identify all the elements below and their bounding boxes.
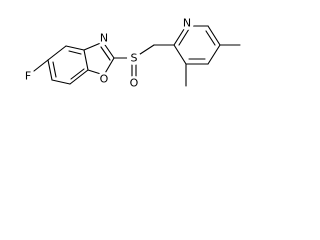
bond (207, 44, 221, 65)
atom-label: N (100, 32, 108, 45)
bond (33, 59, 49, 72)
bond (83, 49, 89, 71)
atom-fluorine: F (21, 69, 35, 83)
bond (173, 44, 187, 65)
atom-label: N (183, 17, 191, 30)
atom-sulfur: S (127, 51, 141, 65)
benzene-ring (47, 45, 89, 85)
double-bond-inner (68, 50, 82, 55)
oxazole-ring (83, 41, 115, 76)
bond (69, 69, 89, 85)
bond (51, 79, 71, 85)
double-bond-inner (70, 68, 85, 80)
double-bond-inner (205, 30, 216, 46)
double-bond-inner (52, 61, 57, 78)
atom-oxazole-oxygen: O (97, 72, 111, 86)
atom-sulfinyl-oxygen: O (127, 76, 141, 90)
atom-pyridine-nitrogen: N (180, 16, 194, 30)
bond (207, 25, 221, 46)
atom-label: O (130, 77, 139, 90)
chemical-structure-diagram: F N O S O N (21, 16, 241, 90)
double-bond-inner (178, 28, 190, 46)
bond (65, 45, 85, 51)
atom-oxazole-nitrogen: N (97, 31, 111, 45)
bond (47, 59, 53, 81)
pyridine-ring (173, 25, 221, 65)
atom-label: O (100, 73, 109, 86)
atom-label: S (131, 52, 138, 65)
bond (47, 45, 67, 61)
double-bond-inner (100, 46, 111, 61)
bond (103, 57, 115, 76)
atom-label: F (25, 70, 31, 83)
